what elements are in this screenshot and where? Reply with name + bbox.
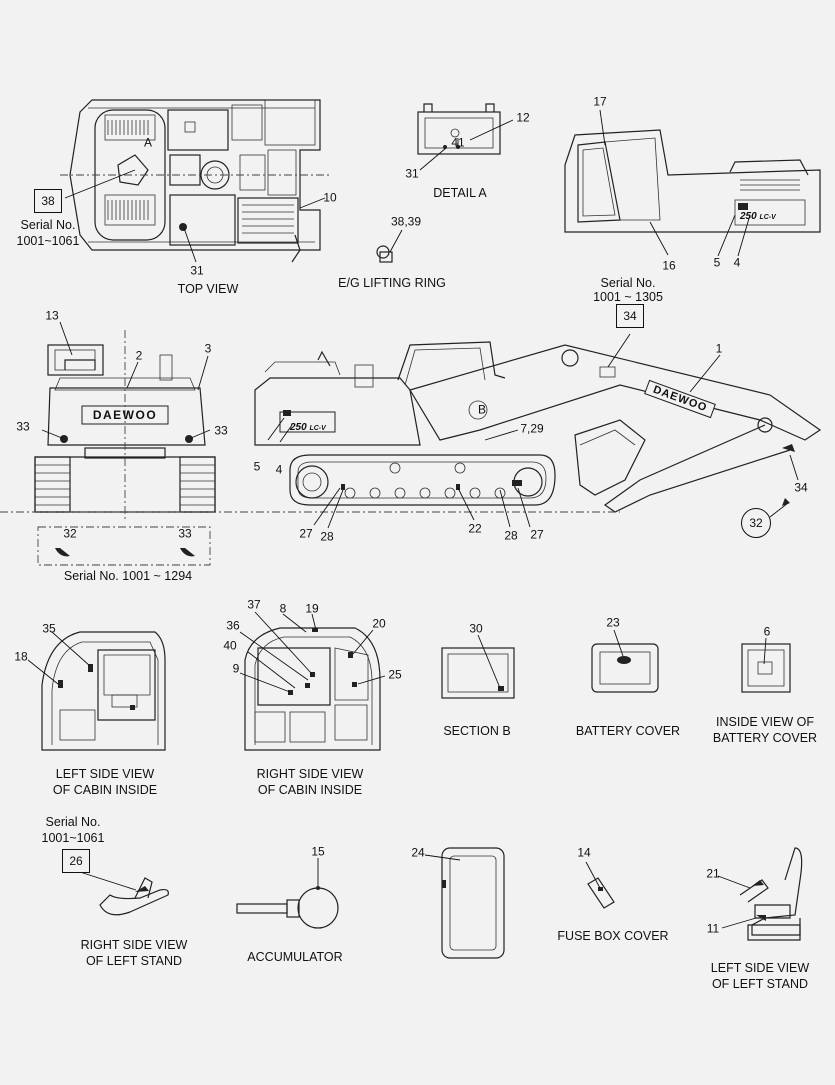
callout-38-box: 38 [34, 189, 62, 213]
callout-26-box: 26 [62, 849, 90, 873]
callout-40: 40 [223, 638, 237, 653]
serial-stand-1: Serial No. [45, 815, 101, 829]
callout-33-left: 33 [16, 419, 30, 434]
callout-4-upper: 4 [733, 255, 741, 270]
callout-14: 14 [577, 845, 591, 860]
callout-31-top: 31 [190, 263, 204, 278]
label-battery-cover: BATTERY COVER [575, 724, 681, 738]
callout-18: 18 [14, 649, 28, 664]
callout-1: 1 [715, 341, 723, 356]
callout-13: 13 [45, 308, 59, 323]
label-left-stand-1: LEFT SIDE VIEW [710, 961, 810, 975]
callout-9: 9 [232, 661, 240, 676]
callout-32-rear: 32 [63, 526, 77, 541]
callout-19: 19 [305, 601, 319, 616]
accumulator-drawing [236, 858, 339, 929]
label-right-stand-1: RIGHT SIDE VIEW [80, 938, 188, 952]
callout-35: 35 [42, 621, 56, 636]
serial-top-1: Serial No. [20, 218, 76, 232]
right-stand-drawing [79, 871, 169, 916]
callout-2: 2 [135, 348, 143, 363]
callout-12: 12 [516, 110, 530, 125]
inside-battery-cover-drawing [741, 637, 791, 693]
right-cabin-drawing [239, 611, 386, 751]
left-stand-drawing [717, 847, 803, 941]
label-eg-lifting-ring: E/G LIFTING RING [338, 276, 446, 290]
model-decal-upper: 250 LC-V [740, 211, 776, 222]
battery-cover-drawing [591, 629, 659, 693]
callout-34-box: 34 [616, 304, 644, 328]
section-b-drawing [441, 634, 515, 699]
label-accumulator: ACCUMULATOR [247, 950, 343, 964]
top-view-drawing [60, 99, 330, 263]
callout-10: 10 [323, 190, 337, 205]
fuse-box-cover-drawing [585, 861, 615, 909]
lifting-ring-drawing [376, 229, 403, 263]
serial-boom-1: Serial No. [600, 276, 656, 290]
serial-top-2: 1001~1061 [16, 234, 80, 248]
serial-stand-2: 1001~1061 [41, 831, 105, 845]
callout-8: 8 [279, 601, 287, 616]
main-side-view-drawing [0, 333, 822, 529]
brand-decal-rear: DAEWOO [92, 408, 158, 422]
detail-a-drawing [417, 103, 514, 171]
label-top-view: TOP VIEW [177, 282, 239, 296]
callout-28-right: 28 [504, 528, 518, 543]
callout-a: A [143, 135, 153, 150]
callout-23: 23 [606, 615, 620, 630]
callout-4-main: 4 [275, 462, 283, 477]
label-inside-battery-1: INSIDE VIEW OF [716, 715, 814, 729]
callout-24: 24 [411, 845, 425, 860]
label-fuse-box-cover: FUSE BOX COVER [557, 929, 669, 943]
upper-side-view-drawing [564, 109, 821, 257]
callout-5-upper: 5 [713, 255, 721, 270]
callout-3: 3 [204, 341, 212, 356]
callout-6: 6 [763, 624, 771, 639]
callout-27-right: 27 [530, 527, 544, 542]
label-section-b: SECTION B [443, 724, 511, 738]
callout-11: 11 [706, 921, 720, 936]
label-left-cabin-2: OF CABIN INSIDE [52, 783, 158, 797]
callout-37: 37 [247, 597, 261, 612]
callout-17: 17 [593, 94, 607, 109]
model-decal-main: 250 LC-V [290, 422, 326, 433]
callout-5-main: 5 [253, 459, 261, 474]
callout-27-left: 27 [299, 526, 313, 541]
label-detail-a: DETAIL A [433, 186, 487, 200]
callout-33-right: 33 [214, 423, 228, 438]
serial-boom-2: 1001 ~ 1305 [593, 290, 663, 304]
callout-22: 22 [468, 521, 482, 536]
callout-38-39: 38,39 [390, 214, 422, 229]
callout-31-detail: 31 [405, 166, 419, 181]
callout-30: 30 [469, 621, 483, 636]
callout-b: B [477, 402, 487, 417]
label-left-cabin-1: LEFT SIDE VIEW [55, 767, 155, 781]
callout-16: 16 [662, 258, 676, 273]
callout-20: 20 [372, 616, 386, 631]
callout-36: 36 [226, 618, 240, 633]
callout-15: 15 [311, 844, 325, 859]
label-right-stand-2: OF LEFT STAND [85, 954, 183, 968]
left-cabin-drawing [27, 631, 166, 751]
callout-32-circle: 32 [741, 508, 771, 538]
callout-34-boom: 34 [794, 480, 808, 495]
callout-41: 41 [451, 135, 465, 150]
callout-25: 25 [388, 667, 402, 682]
label-right-cabin-1: RIGHT SIDE VIEW [256, 767, 364, 781]
callout-21: 21 [706, 866, 720, 881]
callout-28-left: 28 [320, 529, 334, 544]
serial-rear: Serial No. 1001 ~ 1294 [63, 569, 193, 583]
label-left-stand-2: OF LEFT STAND [711, 977, 809, 991]
label-right-cabin-2: OF CABIN INSIDE [257, 783, 363, 797]
window-frame-drawing [424, 847, 505, 959]
label-inside-battery-2: BATTERY COVER [712, 731, 818, 745]
callout-33-rear: 33 [178, 526, 192, 541]
callout-7-29: 7,29 [520, 421, 544, 436]
